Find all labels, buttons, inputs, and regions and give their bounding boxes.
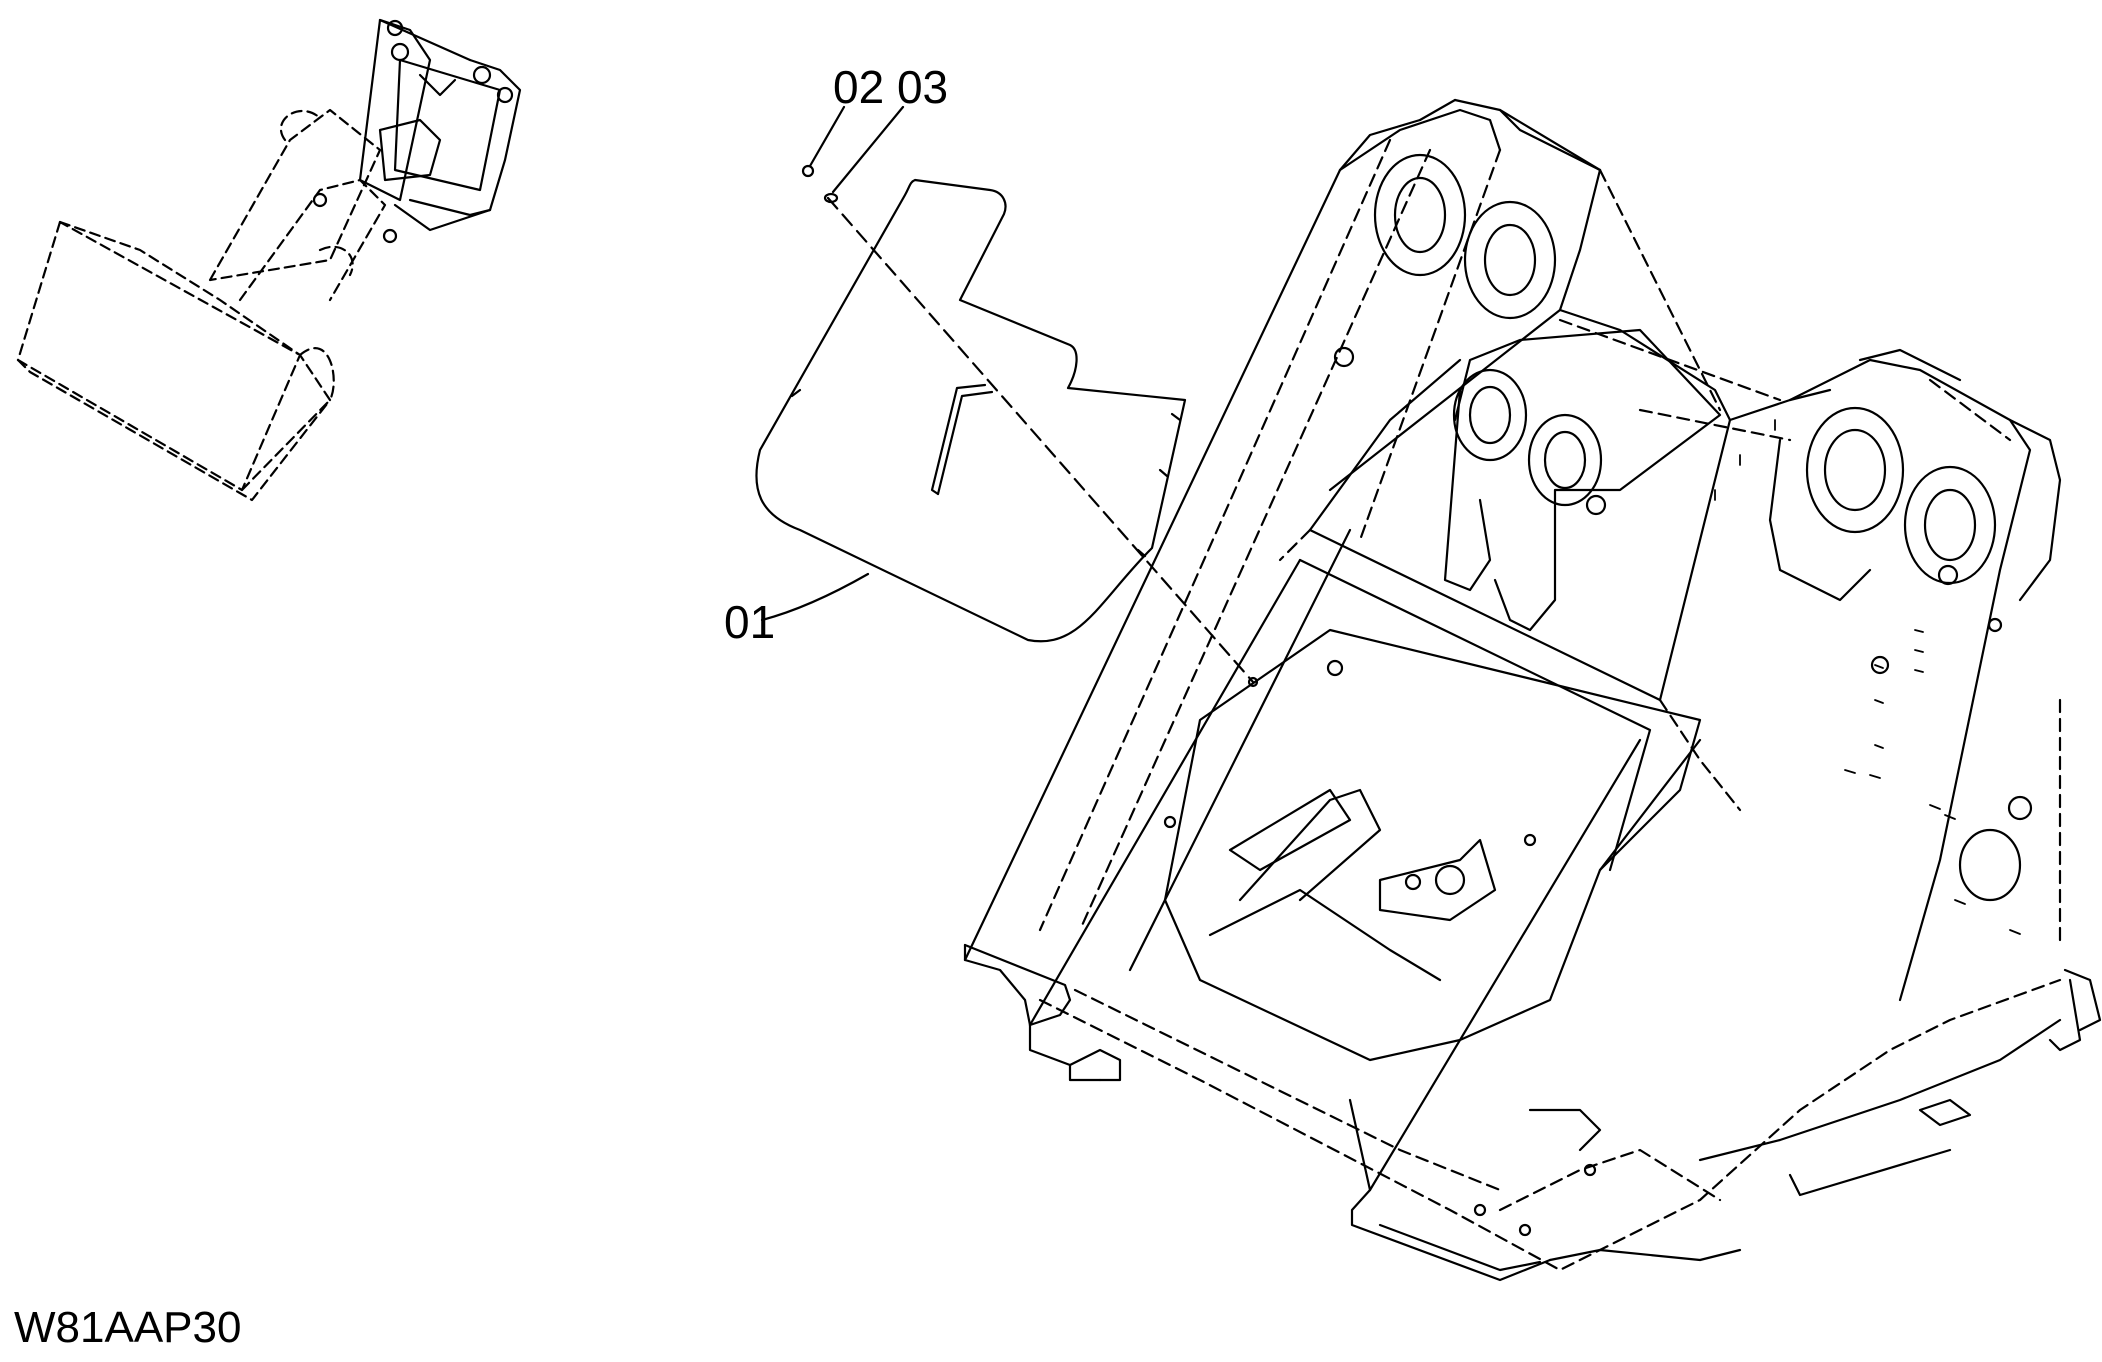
callout-01: 01 <box>724 596 775 648</box>
front-frame <box>963 98 2102 1282</box>
screw-and-washer <box>801 164 1259 688</box>
cover-plate <box>755 178 1187 643</box>
leader-line-01 <box>760 572 870 622</box>
drawing-code: W81AAP30 <box>14 1303 242 1352</box>
loader-thumbnail <box>16 18 522 502</box>
callout-02-03: 02 03 <box>833 61 948 113</box>
leader-line-02 <box>808 105 846 168</box>
assembly-line <box>826 196 1255 684</box>
leader-line-03 <box>831 105 905 194</box>
